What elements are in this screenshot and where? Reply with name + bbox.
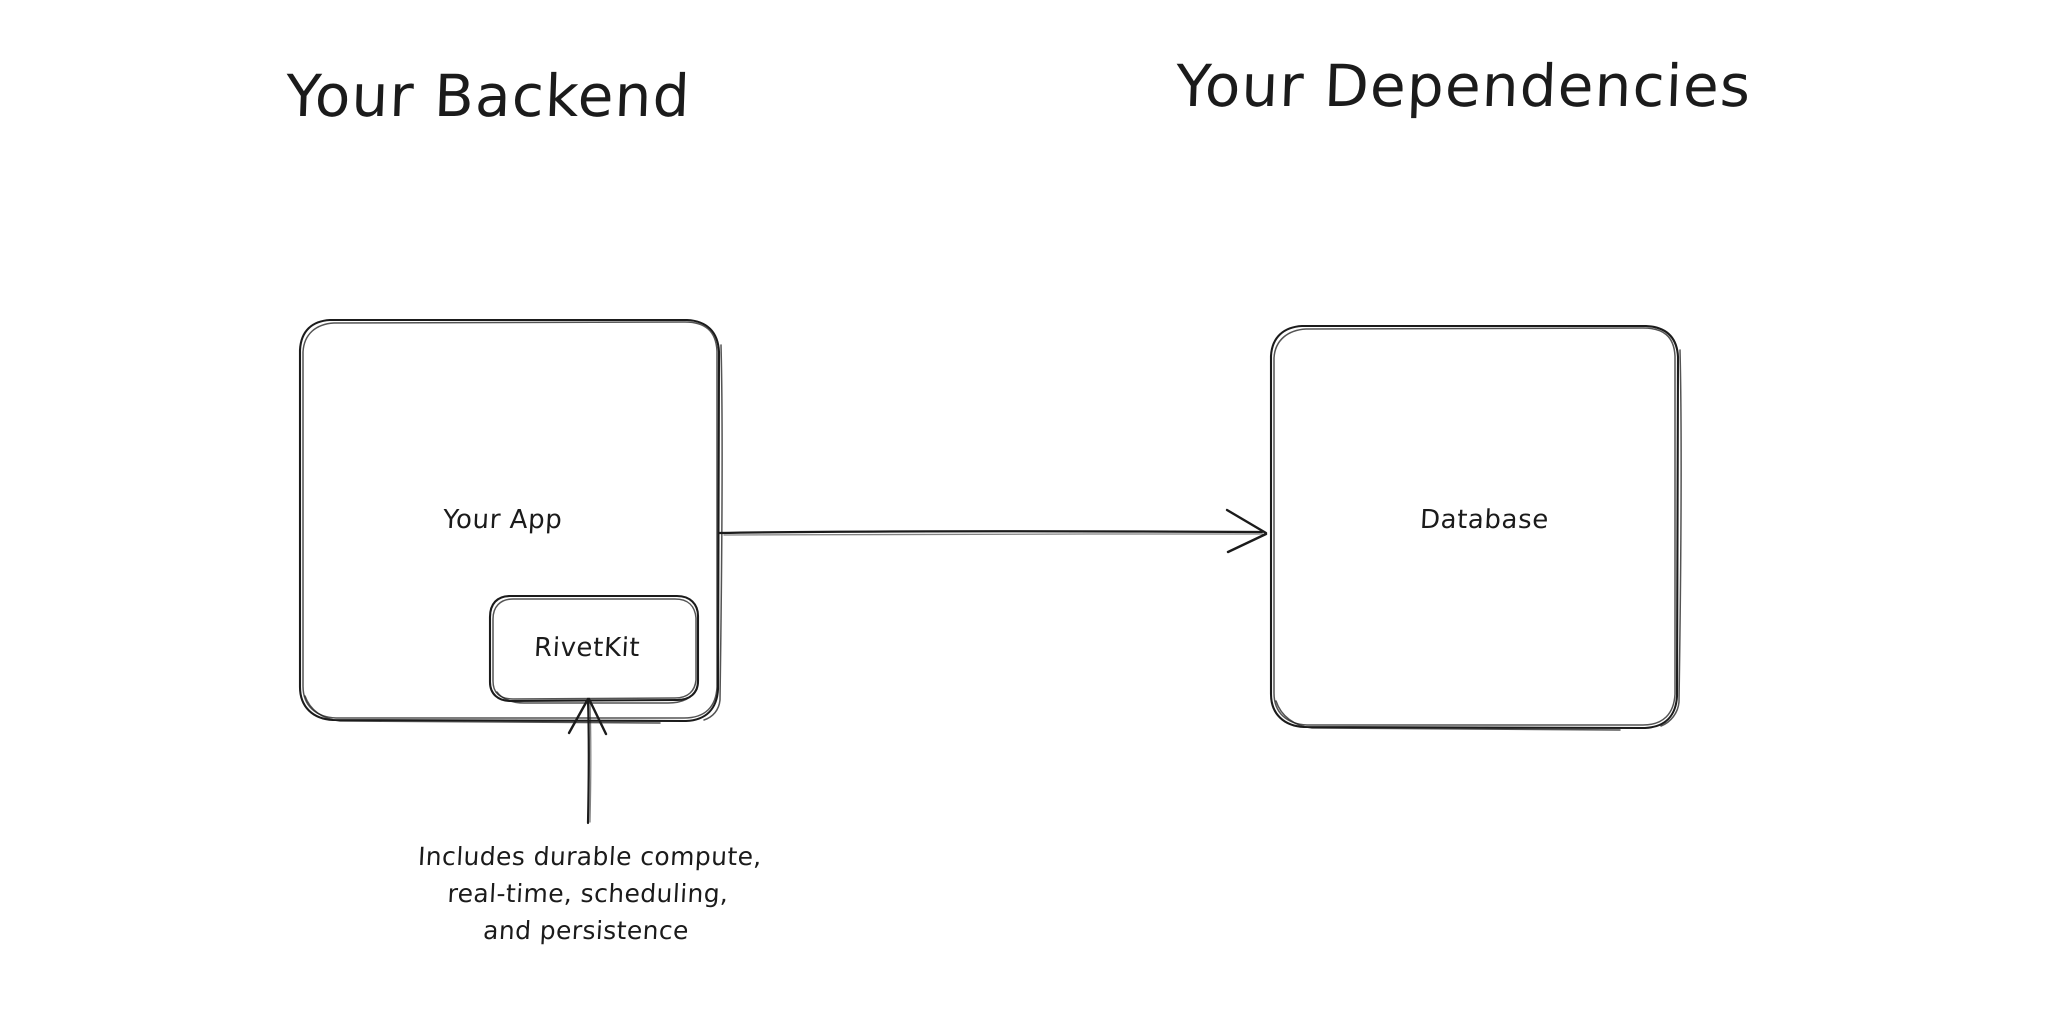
annotation-caption-line-2: real-time, scheduling, [446, 879, 730, 908]
arrow-head-icon [1225, 508, 1268, 535]
annotation-caption-line-3: and persistence [482, 916, 690, 945]
arrow-head-icon [567, 697, 590, 735]
arrow-head-icon [1226, 532, 1268, 554]
arrow-head-icon [587, 697, 608, 736]
node-rivetkit-box[interactable] [488, 594, 700, 704]
edge-app-to-database[interactable] [717, 508, 1268, 554]
annotation-caption-line-1: Includes durable compute, [417, 842, 763, 871]
node-label-rivetkit: RivetKit [533, 633, 641, 663]
edge-annotation-to-rivetkit[interactable] [567, 697, 608, 825]
group-title-backend: Your Backend [284, 62, 692, 130]
node-your-app-box[interactable] [298, 318, 723, 724]
node-label-your-app: Your App [442, 505, 564, 535]
group-title-dependencies: Your Dependencies [1174, 52, 1753, 120]
node-database-box[interactable] [1269, 324, 1682, 731]
node-label-database: Database [1419, 505, 1550, 535]
annotation-caption: Includes durable compute, real-time, sch… [327, 838, 849, 949]
